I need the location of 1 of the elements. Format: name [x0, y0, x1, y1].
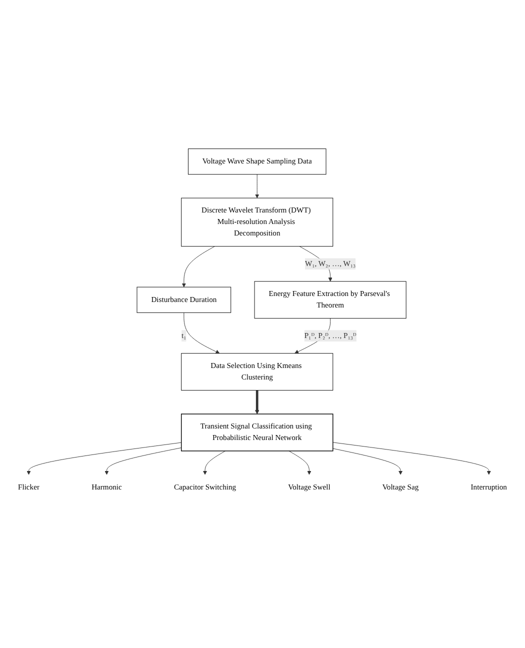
arrow: [255, 390, 260, 414]
